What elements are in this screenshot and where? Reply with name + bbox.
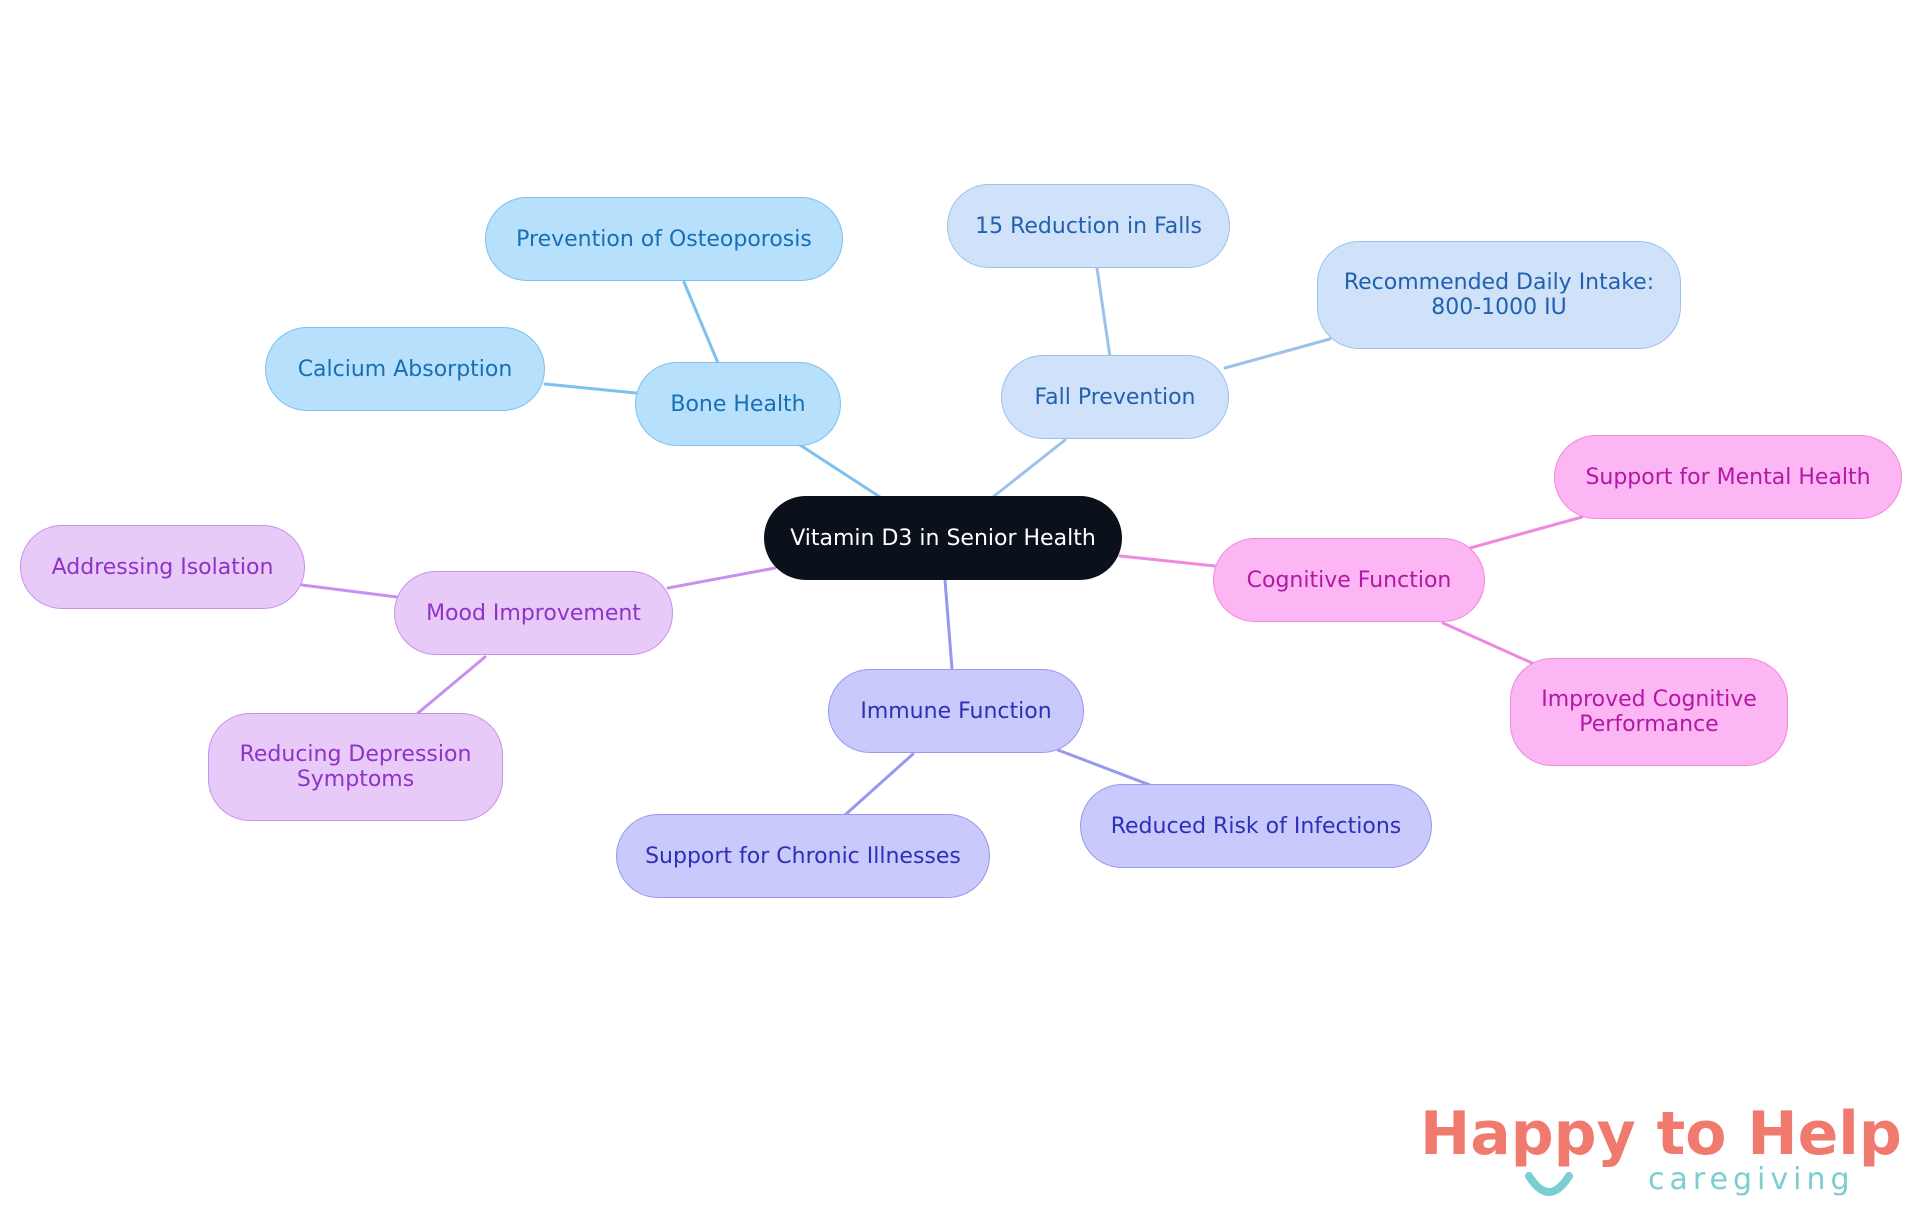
edge-mood-isolation xyxy=(300,583,399,599)
edge-root-mood xyxy=(666,566,777,590)
leaf-node-reducing-depression-symptoms: Reducing Depression Symptoms xyxy=(208,713,503,821)
edge-root-cognitive xyxy=(1118,554,1217,568)
edge-mood-depression xyxy=(416,655,487,715)
logo-title: Happy to Help xyxy=(1420,1099,1902,1169)
edge-root-bone xyxy=(798,443,882,499)
leaf-node-support-for-mental-health: Support for Mental Health xyxy=(1554,435,1902,519)
edge-immune-infections xyxy=(1056,748,1152,787)
leaf-node-calcium-absorption: Calcium Absorption xyxy=(265,327,545,411)
leaf-node-15-reduction-in-falls: 15 Reduction in Falls xyxy=(947,184,1230,268)
edge-bone-osteoporosis xyxy=(682,280,720,365)
edge-cognitive-performance xyxy=(1441,621,1534,665)
leaf-node-support-for-chronic-illnesses: Support for Chronic Illnesses xyxy=(616,814,990,898)
leaf-node-improved-cognitive-performance: Improved Cognitive Performance xyxy=(1510,658,1788,766)
edge-cognitive-mental xyxy=(1468,515,1584,550)
branch-node-mood-improvement: Mood Improvement xyxy=(394,571,673,655)
edge-root-immune xyxy=(943,578,954,671)
branch-node-bone-health: Bone Health xyxy=(635,362,841,446)
root-node: Vitamin D3 in Senior Health xyxy=(764,496,1122,580)
edge-immune-chronic xyxy=(843,752,915,817)
edge-root-fall xyxy=(991,438,1067,499)
leaf-node-reduced-risk-of-infections: Reduced Risk of Infections xyxy=(1080,784,1432,868)
logo-subtitle: caregiving xyxy=(1648,1162,1855,1197)
leaf-node-addressing-isolation: Addressing Isolation xyxy=(20,525,305,609)
branch-node-immune-function: Immune Function xyxy=(828,669,1084,753)
edge-bone-calcium xyxy=(543,382,638,395)
happy-to-help-logo: Happy to Help caregiving xyxy=(1420,1102,1902,1202)
smile-icon xyxy=(1525,1172,1573,1196)
branch-node-fall-prevention: Fall Prevention xyxy=(1001,355,1229,439)
leaf-node-prevention-of-osteoporosis: Prevention of Osteoporosis xyxy=(485,197,843,281)
edge-fall-intake xyxy=(1223,337,1332,370)
branch-node-cognitive-function: Cognitive Function xyxy=(1213,538,1485,622)
edge-fall-reduction xyxy=(1095,266,1112,359)
leaf-node-recommended-daily-intake: Recommended Daily Intake: 800-1000 IU xyxy=(1317,241,1681,349)
